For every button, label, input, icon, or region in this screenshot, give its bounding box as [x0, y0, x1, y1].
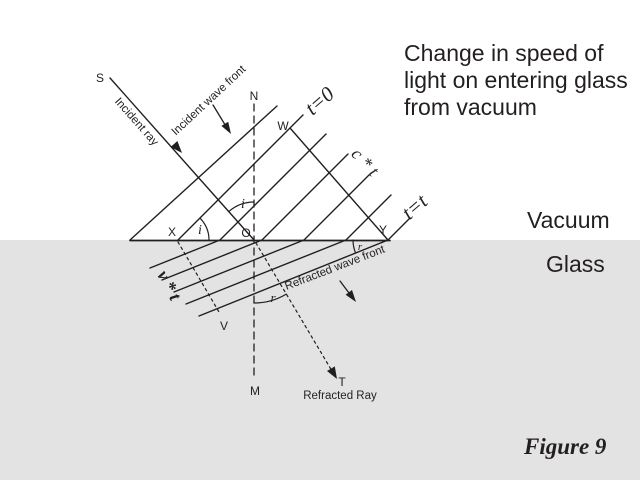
refracted-wavefront-vy-line — [198, 239, 389, 317]
angle-r-arc-at-y — [352, 239, 357, 254]
angle-i-label-at-x: i — [198, 223, 202, 238]
distance-label-ct: c * t — [348, 144, 384, 181]
figure-title-line3: from vacuum — [404, 94, 537, 120]
angle-i-label-at-o: i — [241, 197, 245, 212]
figure-title-line1: Change in speed of — [404, 40, 604, 66]
point-label-m: M — [250, 384, 260, 398]
refracted-ray-arrowhead — [327, 366, 337, 379]
incident-ray-line — [109, 77, 255, 241]
incident-wavefront-label: Incident wave front — [170, 63, 249, 138]
figure-title-line2: light on entering glass — [404, 67, 628, 93]
incident-wavefront-line — [303, 174, 370, 241]
incident-wavefront-line — [129, 105, 278, 241]
incident-wavefront-line — [219, 133, 327, 241]
vacuum-region-label: Vacuum — [527, 207, 610, 233]
figure-caption: Figure 9 — [524, 434, 607, 459]
incident-wavefront-t0-line — [177, 114, 304, 241]
incident-wavefront-tt-line — [387, 217, 411, 241]
incident-wavefront-line — [261, 153, 349, 241]
vacuum-ray-w-to-y-line — [289, 127, 389, 241]
angle-i-arc-at-o — [228, 201, 255, 212]
point-label-x: X — [168, 225, 176, 239]
incident-ray-arrowhead — [170, 141, 182, 153]
point-label-s: S — [96, 71, 104, 85]
point-label-w: W — [277, 119, 289, 133]
incident-ray-label: Incident ray — [112, 96, 161, 149]
angle-i-arc-at-x — [199, 217, 210, 241]
glass-region-label: Glass — [546, 251, 605, 277]
angle-r-arc-at-o — [253, 293, 287, 304]
point-label-y: Y — [379, 223, 387, 237]
angle-r-label-at-y: r — [358, 241, 363, 253]
point-label-v: V — [220, 319, 228, 333]
time-label-tt: t=t — [397, 188, 433, 224]
point-label-t: T — [338, 375, 346, 389]
figure-title: Change in speed of light on entering gla… — [404, 40, 628, 121]
refracted-ray-x-to-v-line — [177, 241, 220, 313]
time-label-t0: t=0 — [300, 81, 339, 119]
angle-r-label-at-o: r — [270, 290, 276, 305]
glass-region — [0, 240, 640, 480]
refracted-ray-o-to-t-line — [255, 242, 333, 372]
refracted-ray-label: Refracted Ray — [303, 390, 377, 402]
refracted-wavefront-arrowhead — [345, 290, 356, 302]
incident-wavefront-arrowhead — [221, 121, 231, 134]
refracted-wavefront-line — [161, 239, 263, 281]
refracted-wavefront-line — [185, 239, 347, 305]
refracted-wavefront-line — [173, 239, 305, 293]
point-label-o: O — [241, 226, 250, 240]
point-label-n: N — [250, 89, 259, 103]
